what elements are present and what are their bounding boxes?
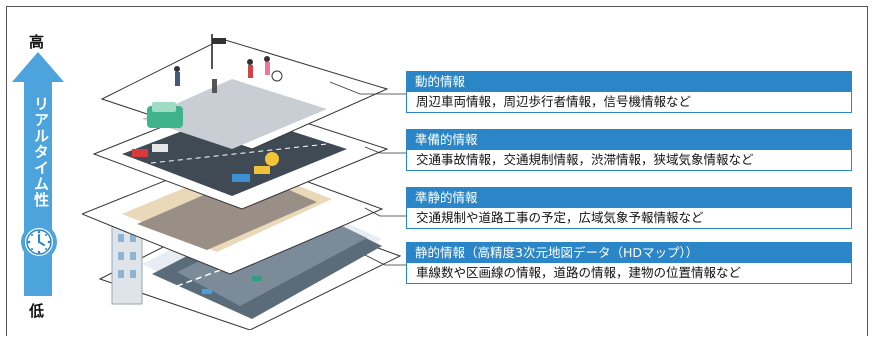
static-info-detail: 車線数や区画線の情報，道路の情報，建物の位置情報など [406,263,852,284]
semi-static-info-box: 準静的情報 交通規制や道路工事の予定，広域気象予報情報など [406,187,852,229]
semi-static-info-detail: 交通規制や道路工事の予定，広域気象予報情報など [406,208,852,229]
dynamic-info-box: 動的情報 周辺車両情報，周辺歩行者情報，信号機情報など [406,71,852,113]
preparatory-info-detail: 交通事故情報，交通規制情報，渋滞情報，狭域気象情報など [406,150,852,171]
preparatory-info-title: 準備的情報 [406,129,852,150]
realtime-axis-label: リアルタイム性 [32,96,50,208]
dynamic-layer-plane [100,34,389,150]
dynamic-info-detail: 周辺車両情報，周辺歩行者情報，信号機情報など [406,92,852,113]
static-info-title: 静的情報（高精度3次元地図データ（HDマップ）） [406,242,852,263]
static-info-box: 静的情報（高精度3次元地図データ（HDマップ）） 車線数や区画線の情報，道路の情… [406,242,852,284]
semi-static-info-title: 準静的情報 [406,187,852,208]
dynamic-info-title: 動的情報 [406,71,852,92]
clock-icon [21,224,57,260]
low-label: 低 [29,302,45,320]
figure-frame [6,6,868,336]
high-label: 高 [29,33,45,51]
preparatory-info-box: 準備的情報 交通事故情報，交通規制情報，渋滞情報，狭域気象情報など [406,129,852,171]
layered-map-illustration [82,34,402,330]
